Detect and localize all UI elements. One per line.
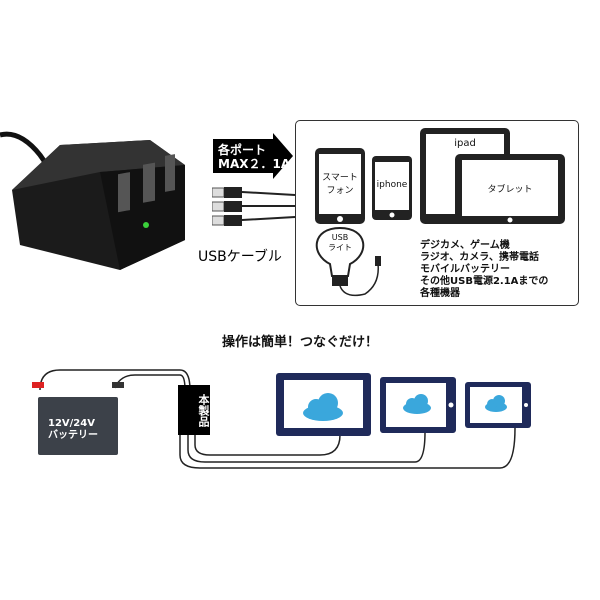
battery-label: 12V/24V バッテリー xyxy=(48,418,98,442)
list-item: その他USB電源2.1Aまでの xyxy=(420,276,549,287)
arrow-line-2: MAX２．1A xyxy=(218,157,291,171)
arrow-line-1: 各ポート xyxy=(218,143,267,157)
usb-light-label: USB ライト xyxy=(328,233,352,252)
battery-text: バッテリー xyxy=(48,430,98,441)
usb-charger-illustration xyxy=(0,131,185,270)
tablet-label: タブレット xyxy=(487,185,533,195)
device-icons xyxy=(315,128,565,297)
smartphone-label: スマート フォン xyxy=(322,173,358,196)
product-label: 本製品 xyxy=(197,393,210,427)
compatible-devices-panel xyxy=(295,120,579,306)
battery-voltage: 12V/24V xyxy=(48,418,95,429)
ipad-label: ipad xyxy=(454,138,476,149)
arrow-label: 各ポート MAX２．1A xyxy=(218,143,290,171)
usb-cables-icon xyxy=(212,187,296,226)
list-item: ラジオ、カメラ、携帯電話 xyxy=(420,252,539,263)
arrow-icon xyxy=(213,133,293,179)
list-item: 各種機器 xyxy=(420,288,460,299)
other-devices-list: デジカメ、ゲーム機 ラジオ、カメラ、携帯電話 モバイルバッテリー その他USB電… xyxy=(420,240,548,300)
usb-cable-label: USBケーブル xyxy=(198,249,282,265)
list-item: デジカメ、ゲーム機 xyxy=(420,240,510,251)
headline: 操作は簡単！つなぐだけ！ xyxy=(221,335,378,350)
cloud-icon xyxy=(303,393,507,421)
list-item: モバイルバッテリー xyxy=(420,264,510,275)
iphone-label: iphone xyxy=(376,180,408,190)
connection-diagram xyxy=(32,369,531,469)
